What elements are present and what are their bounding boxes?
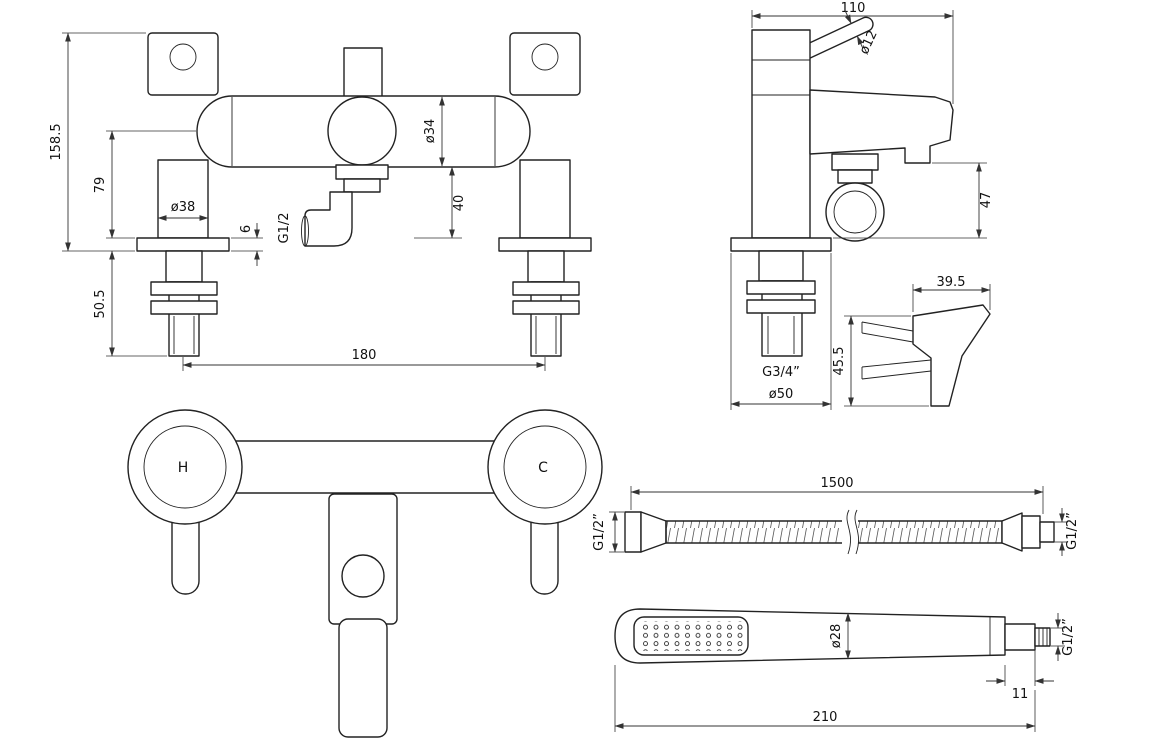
shank-right xyxy=(527,250,565,283)
outlet-nut-1 xyxy=(335,164,389,180)
side-dimensions: 110 ø12 47 G3/4” ø50 39.5 45.5 xyxy=(730,1,994,410)
hose-tip-right xyxy=(1039,521,1055,543)
dim-spout-height: 47 xyxy=(979,192,994,209)
dim-body-diameter: ø34 xyxy=(423,119,438,144)
dim-hose-length: 1500 xyxy=(820,476,853,491)
plan-view: H C xyxy=(127,409,603,738)
dim-total-height: 158.5 xyxy=(49,123,64,160)
shank-side xyxy=(758,250,804,282)
dim-handset-length: 210 xyxy=(813,710,838,725)
locknut-side-2 xyxy=(746,299,816,314)
outlet-nut-2 xyxy=(343,178,381,193)
handset-view: ø28 11 G1/2” 210 xyxy=(614,608,1076,732)
dim-base-diameter: ø50 xyxy=(769,387,794,402)
plan-diverter-knob xyxy=(341,554,385,598)
hose-break-line-1 xyxy=(846,509,851,555)
hose-break-line-2 xyxy=(854,509,859,555)
front-outline xyxy=(136,32,592,357)
flange-left xyxy=(136,237,230,252)
wall-bracket xyxy=(861,304,991,407)
hose-cone-right xyxy=(1001,512,1023,552)
dim-hole-centres: 180 xyxy=(352,348,377,363)
hose-view: 1500 G1/2” G1/2” xyxy=(592,476,1080,556)
shank-left xyxy=(165,250,203,283)
dim-tail-length: 50.5 xyxy=(93,290,108,319)
label-handset-thread: G1/2” xyxy=(1061,618,1076,656)
dim-bracket-depth: 39.5 xyxy=(937,275,966,290)
label-hose-thread-left: G1/2” xyxy=(592,513,607,551)
dim-depth: 110 xyxy=(841,1,866,16)
handset-thread xyxy=(1034,627,1051,647)
spray-nozzles xyxy=(639,621,743,651)
diverter-nut-1 xyxy=(831,153,879,171)
hose-cone-left xyxy=(640,511,667,553)
leg-left xyxy=(157,159,209,239)
side-outline xyxy=(730,16,954,357)
diverter-ball xyxy=(327,96,397,166)
spout xyxy=(809,89,954,164)
handset-neck xyxy=(1004,623,1036,651)
locknut-left-2 xyxy=(150,300,218,315)
dim-head-diameter: ø28 xyxy=(829,624,844,649)
dim-deck-thickness: 6 xyxy=(239,225,254,233)
hose-corrugation xyxy=(666,521,1002,543)
bracket-cup xyxy=(912,304,991,407)
plan-spout-narrow xyxy=(338,618,388,738)
side-view: 110 ø12 47 G3/4” ø50 39.5 45.5 xyxy=(730,1,994,410)
handle-left-cap xyxy=(169,43,197,71)
dim-body-height: 79 xyxy=(93,177,108,194)
hose-dimensions: 1500 G1/2” G1/2” xyxy=(592,476,1080,556)
flange-right xyxy=(498,237,592,252)
plan-handle-hot xyxy=(127,409,243,525)
locknut-right-2 xyxy=(512,300,580,315)
hose-nut-left xyxy=(624,511,642,553)
leg-right xyxy=(519,159,571,239)
dim-leg-diameter: ø38 xyxy=(171,200,196,215)
handle-right-cap xyxy=(531,43,559,71)
diverter-nut-2 xyxy=(837,169,873,184)
handle-left xyxy=(147,32,219,96)
label-hose-thread-right: G1/2” xyxy=(1065,512,1080,550)
handset-dimensions: ø28 11 G1/2” 210 xyxy=(614,612,1076,732)
label-inlet-thread: G3/4” xyxy=(762,365,800,380)
elbow-opening xyxy=(301,215,309,247)
handle-right xyxy=(509,32,581,96)
locknut-side-1 xyxy=(746,280,816,295)
shower-outlet-elbow xyxy=(304,191,353,247)
dim-neck-length: 11 xyxy=(1012,687,1029,702)
flange-side xyxy=(730,237,832,252)
front-view: 158.5 79 50.5 ø38 6 G1/2 ø34 40 xyxy=(49,32,592,371)
dim-outlet-height: 40 xyxy=(452,195,467,212)
hose-nut-right xyxy=(1021,515,1041,549)
label-outlet-thread: G1/2 xyxy=(277,213,292,244)
plan-body-bar xyxy=(184,440,546,494)
pillar-body xyxy=(751,29,811,239)
plan-handle-cold xyxy=(487,409,603,525)
locknut-left-1 xyxy=(150,281,218,296)
locknut-right-1 xyxy=(512,281,580,296)
diverter-knob-side xyxy=(825,182,885,242)
label-hot: H xyxy=(178,460,189,476)
dim-bracket-height: 45.5 xyxy=(832,347,847,376)
label-cold: C xyxy=(538,460,548,476)
front-dimensions: 158.5 79 50.5 ø38 6 G1/2 ø34 40 xyxy=(49,32,546,371)
diverter-knob xyxy=(343,47,383,99)
